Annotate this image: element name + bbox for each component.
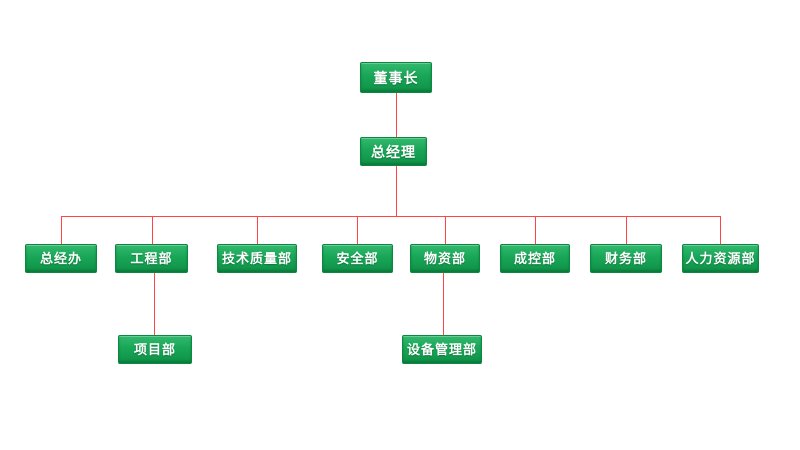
- org-node-label: 董事长: [373, 69, 419, 86]
- org-node-project-dept: 项目部: [118, 335, 192, 364]
- org-node-engineering-dept: 工程部: [115, 244, 188, 273]
- connector-level3-bus: [61, 216, 721, 217]
- org-node-gm-office: 总经办: [25, 244, 97, 273]
- connector-drop-hr: [720, 216, 721, 244]
- org-node-label: 安全部: [336, 251, 379, 266]
- connector-drop-materials: [445, 216, 446, 244]
- org-node-label: 设备管理部: [406, 342, 477, 357]
- org-node-finance-dept: 财务部: [590, 244, 662, 273]
- org-node-hr-dept: 人力资源部: [682, 244, 759, 273]
- org-node-tech-quality-dept: 技术质量部: [217, 244, 297, 273]
- connector-drop-safety: [357, 216, 358, 244]
- org-node-general-manager: 总经理: [360, 137, 427, 166]
- org-node-label: 技术质量部: [221, 251, 292, 266]
- connector-drop-finance: [626, 216, 627, 244]
- connector-materials-to-equipment: [443, 273, 444, 335]
- org-node-label: 成控部: [513, 251, 556, 266]
- connector-chairman-to-gm: [396, 93, 397, 137]
- connector-drop-gm-office: [61, 216, 62, 244]
- connector-gm-to-bus: [396, 166, 397, 216]
- org-node-label: 工程部: [130, 251, 173, 266]
- org-node-safety-dept: 安全部: [322, 244, 393, 273]
- org-node-equipment-mgmt-dept: 设备管理部: [402, 335, 482, 364]
- org-node-label: 项目部: [133, 342, 176, 357]
- org-node-label: 总经办: [39, 251, 82, 266]
- connector-engineering-to-project: [154, 273, 155, 335]
- org-node-label: 财务部: [604, 251, 647, 266]
- org-node-label: 总经理: [371, 143, 416, 160]
- org-node-chairman: 董事长: [360, 62, 432, 93]
- org-node-label: 物资部: [423, 251, 466, 266]
- org-node-cost-control-dept: 成控部: [500, 244, 570, 273]
- org-node-materials-dept: 物资部: [410, 244, 480, 273]
- connector-drop-cost-control: [535, 216, 536, 244]
- connector-drop-engineering: [152, 216, 153, 244]
- connector-drop-tech-quality: [257, 216, 258, 244]
- org-node-label: 人力资源部: [685, 251, 756, 266]
